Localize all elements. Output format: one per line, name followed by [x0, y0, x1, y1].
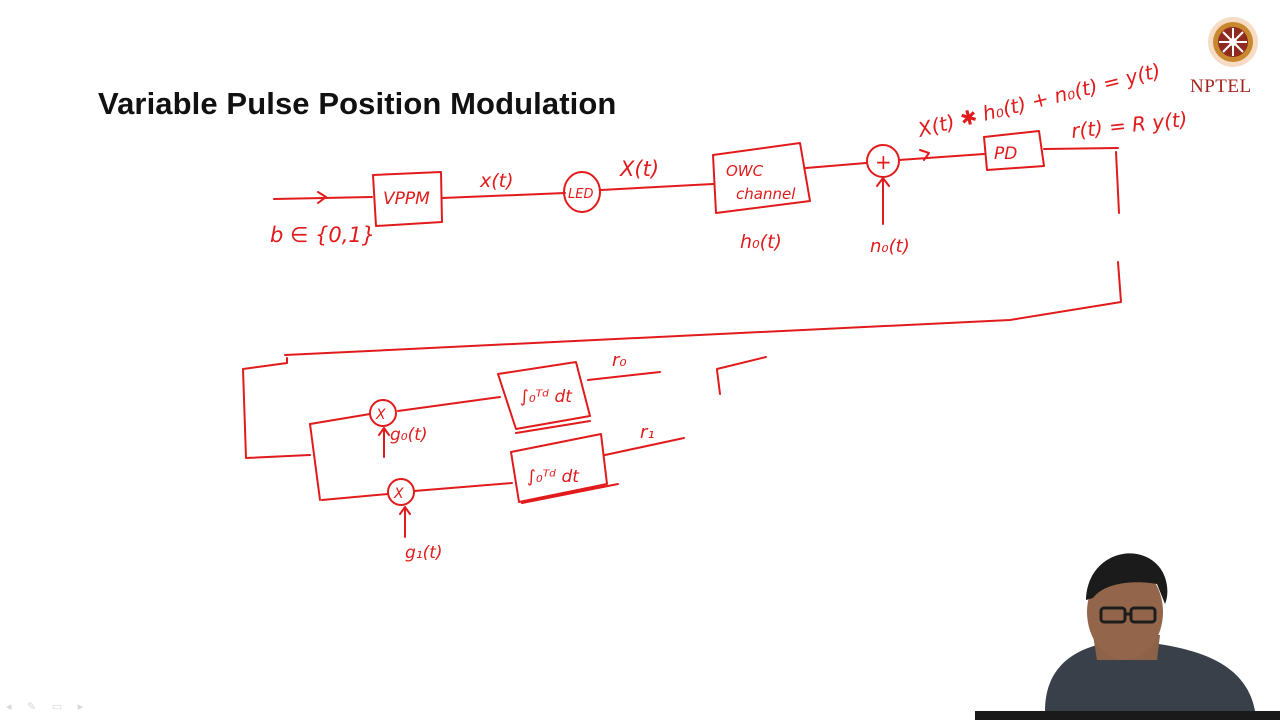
input-label: b ∈ {0,1} [270, 223, 375, 247]
led-label: LED [568, 187, 593, 202]
nptel-logo-text: NPTEL [1190, 76, 1252, 97]
bottom-integrator-block [510, 433, 619, 504]
top-integrator-label: ∫₀ᵀᵈ dt [520, 387, 573, 407]
top-multiplier-label: X [375, 407, 386, 423]
input-arrow [273, 191, 373, 204]
n0-label: n₀(t) [870, 236, 910, 257]
vppm-block [372, 171, 443, 227]
bottom-multiplier [387, 478, 415, 506]
g0-arrow [378, 427, 390, 458]
partial-decision-stroke [716, 356, 767, 395]
slide-title: Variable Pulse Position Modulation [98, 86, 617, 121]
nptel-emblem-icon [1208, 17, 1258, 67]
r1-label: r₁ [640, 422, 655, 443]
top-multiplier [369, 399, 397, 427]
pd-block [983, 130, 1045, 171]
led-to-owc-line [600, 183, 714, 191]
x-lower-label: x(t) [479, 170, 514, 192]
vppm-label: VPPM [383, 189, 430, 209]
noise-arrow [876, 177, 890, 225]
owc-label-line2: channel [736, 185, 796, 203]
top-branch-wire [309, 396, 501, 425]
bottom-branch-wire [321, 482, 513, 501]
r0-label: r₀ [612, 350, 627, 371]
r1-output-line [604, 437, 685, 456]
bottom-integrator-label: ∫₀ᵀᵈ dt [527, 467, 580, 487]
adder-to-pd-line [898, 149, 985, 161]
pd-label: PD [994, 144, 1017, 164]
presenter-video [975, 553, 1280, 720]
g1-label: g₁(t) [405, 543, 443, 563]
feedback-wire [284, 147, 1122, 356]
x-upper-label: X(t) [619, 157, 659, 181]
g1-arrow [399, 506, 411, 538]
slide-nav-controls[interactable]: ◂ ✎ ▭ ▸ [6, 700, 90, 713]
r0-output-line [587, 371, 661, 381]
r-equation: r(t) = R y(t) [1070, 107, 1189, 143]
branch-split [309, 423, 321, 501]
bottom-multiplier-label: X [393, 486, 404, 502]
owc-to-adder-line [805, 162, 867, 169]
owc-channel-block [712, 142, 811, 214]
adder-label: + [875, 150, 892, 174]
top-integrator-block [497, 361, 591, 434]
h0-label: h₀(t) [740, 231, 782, 253]
vppm-to-led-line [441, 192, 566, 199]
receiver-loop-wire [242, 357, 311, 459]
led-circle [563, 171, 601, 213]
g0-label: g₀(t) [390, 425, 428, 445]
owc-label-line1: OWC [726, 162, 764, 180]
